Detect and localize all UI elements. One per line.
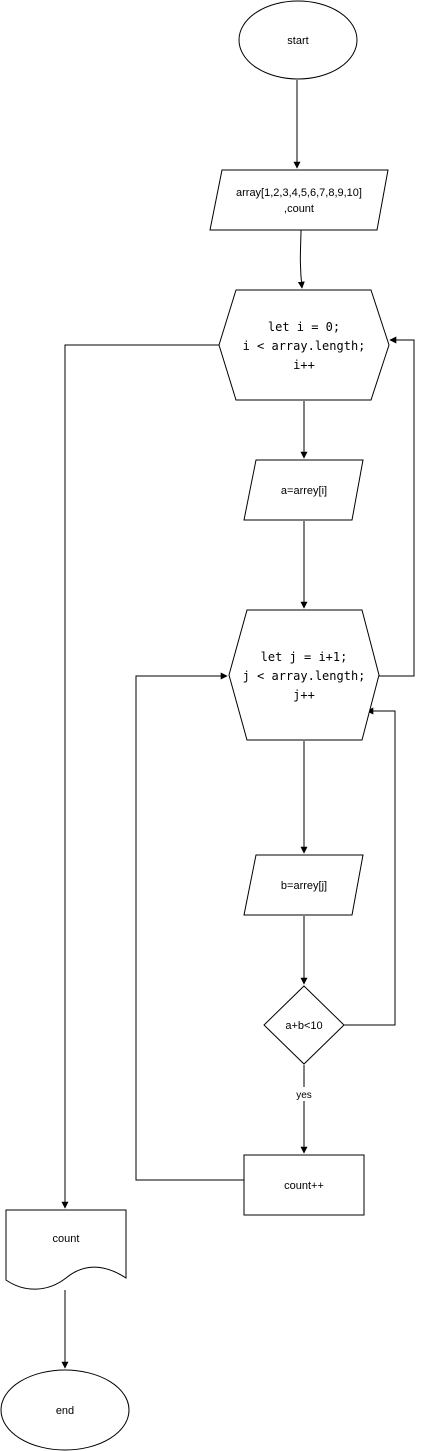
edge-input-to-loop-i [297,229,305,289]
end-label: end [56,1405,74,1417]
node-output: count [5,1209,127,1290]
edge-increment-to-loop-j [135,672,244,1181]
node-increment: count++ [243,1154,365,1216]
node-input: array[1,2,3,4,5,6,7,8,9,10] ,count [209,169,389,231]
loop-i-hexagon [218,289,390,401]
start-label: start [287,35,308,47]
node-end: end [0,1369,130,1451]
edge-label-yes-group: yes [293,1087,315,1101]
node-loop-i: let i = 0; i < array.length; i++ [218,289,390,401]
edge-loop-i-exit-to-output [61,344,220,1209]
loop-i-line-3: i++ [293,358,315,372]
assign-a-label: a=arrey[i] [281,485,327,497]
assign-b-parallelogram [243,854,364,916]
edge-label-yes: yes [296,1090,312,1101]
loop-j-line-2: j < array.length; [243,669,366,683]
input-label-line-2: ,count [284,203,314,215]
node-loop-j: let j = i+1; j < array.length; j++ [228,609,380,741]
increment-label: count++ [284,1180,324,1192]
loop-i-line-2: i < array.length; [243,339,366,353]
edge-label-yes-background [293,1087,315,1101]
condition-label: a+b<10 [285,1020,322,1032]
input-label-line-1: array[1,2,3,4,5,6,7,8,9,10] [236,187,362,199]
edge-condition-no-to-loop-j [344,707,396,1026]
node-assign-b: b=arrey[j] [243,854,364,916]
loop-j-line-1: let j = i+1; [261,650,348,664]
node-start: start [238,0,358,80]
increment-rectangle [243,1154,365,1216]
assign-b-label: b=arrey[j] [281,880,327,892]
output-document-shape [5,1209,127,1290]
start-ellipse [238,0,358,80]
condition-diamond [263,985,345,1065]
edges [61,80,415,1369]
loop-i-line-1: let i = 0; [268,320,340,334]
end-ellipse [0,1369,130,1451]
output-label: count [53,1233,80,1245]
node-assign-a: a=arrey[i] [243,459,364,521]
node-condition: a+b<10 [263,985,345,1065]
assign-a-parallelogram [243,459,364,521]
loop-j-line-3: j++ [293,688,315,702]
input-parallelogram [209,169,389,231]
edge-loop-j-to-loop-i [379,336,415,677]
loop-j-hexagon [228,609,380,741]
